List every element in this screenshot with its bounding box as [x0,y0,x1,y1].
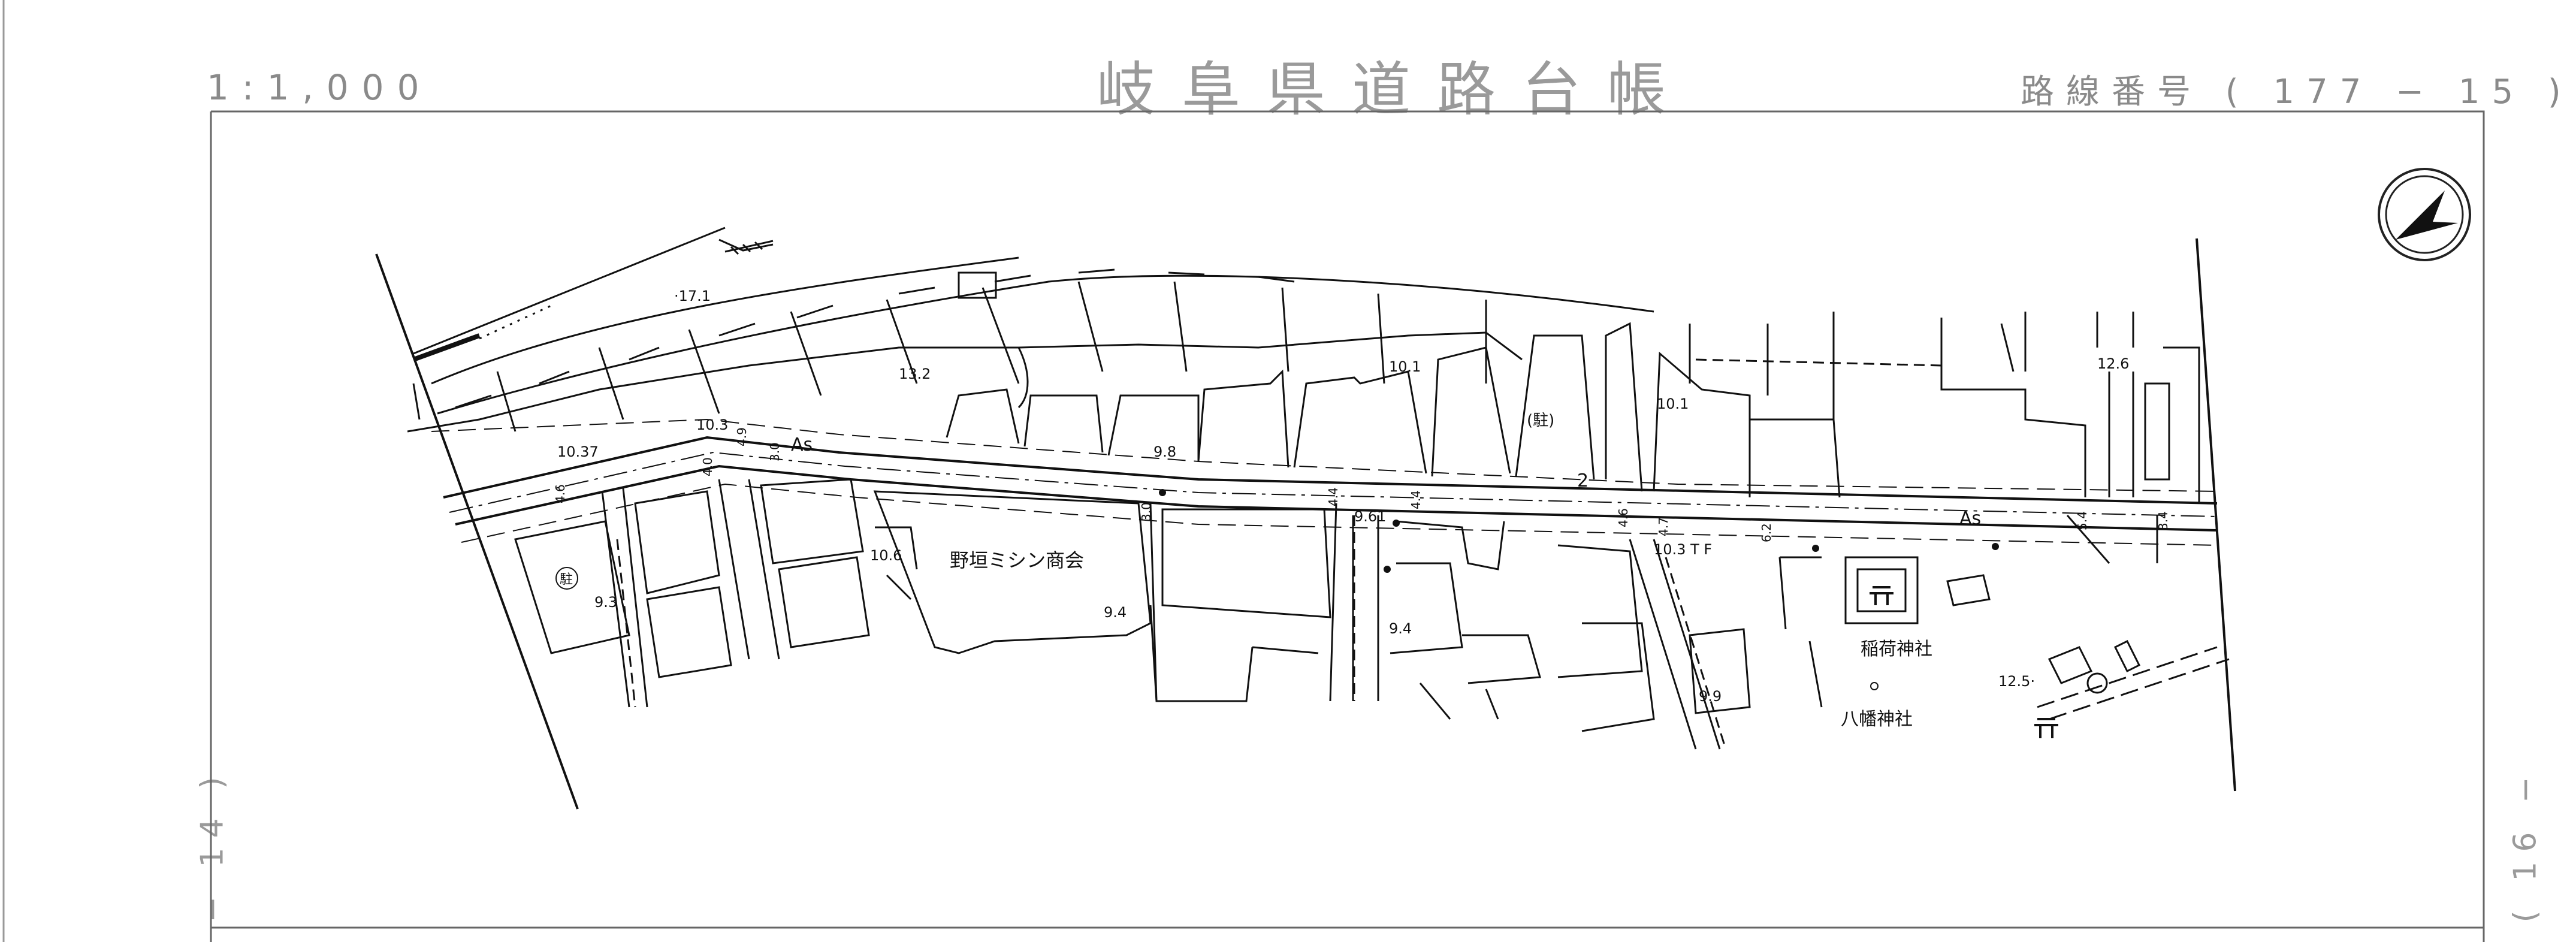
sheet-boundary-left [375,253,579,810]
side-roads [601,479,2158,750]
elevation-label: 9.3 [594,594,617,611]
sheet-boundary-right [2196,238,2236,792]
route-number: 路線番号 ( 177 − 15 ) [2021,73,2573,111]
surface-label: As [791,434,813,455]
shrine-area [1778,556,2230,720]
parking-label: 駐 [560,572,573,587]
elevation-label: 9.4 [1389,620,1412,637]
elevation-label: 13.2 [899,366,931,382]
road-width-label: 4.0 [700,457,715,476]
survey-points [1159,489,1999,690]
parking-label-2: (駐) [1527,412,1554,430]
slope-hatch [724,240,774,255]
road-width-label: 3.4 [2156,511,2170,530]
elevation-label: 10.6 [870,547,902,564]
road-width-label: 4.4 [1326,487,1340,506]
map-frame [210,110,2485,942]
road-width-label: 3.0 [1139,502,1153,521]
elevation-label: ·17.1 [674,288,711,304]
elevation-label: 12.6 [2097,355,2129,372]
buildings-north [946,312,2200,503]
elevation-label: 9.9 [1699,688,1722,705]
elevation-label: 12.5· [1998,673,2035,690]
elevation-label: 10.3 T F [1654,541,1712,558]
route-marker: 2 [1577,470,1589,491]
road-width-label: 5.4 [2075,511,2089,530]
road-width-label: 4.6 [553,484,567,503]
road-width-label: 3.0 [768,442,782,461]
embankment-lines [407,227,1654,433]
hachiman-shrine-label: 八幡神社 [1841,709,1913,730]
elevation-label: 10.37 [557,443,599,460]
elevation-label: 9.8 [1153,443,1176,460]
road-width-label: 4.7 [1656,517,1671,536]
surface-label-2: As [1959,508,1981,529]
page-title: 岐阜県道路台帳 [1097,56,1693,124]
parking-marker [555,567,578,590]
inari-shrine-label: 稲荷神社 [1861,639,1932,660]
shop-label: 野垣ミシン商会 [950,549,1084,572]
elevation-label: 10.1 [1657,395,1689,412]
road-width-label: 6.2 [1759,523,1774,542]
torii-icon [1870,586,1894,605]
elevation-label: 10.1 [1389,358,1421,375]
elevation-label: 9.4 [1104,604,1127,621]
road-width-label: 4.9 [735,427,749,446]
road-width-label: 4.6 [1616,508,1630,527]
road-width-label: 4.4 [1409,490,1423,509]
main-road [431,418,2218,546]
levee-edge [412,333,481,362]
torii-icon-hachiman [2034,718,2058,738]
service-lines [616,358,1942,750]
elevation-label: 10.3 [696,416,728,433]
north-arrow-icon [2378,168,2471,261]
map-scale: 1:1,000 [207,67,433,108]
elevation-label: 9.61 [1354,508,1386,525]
buildings-south [514,478,1751,732]
